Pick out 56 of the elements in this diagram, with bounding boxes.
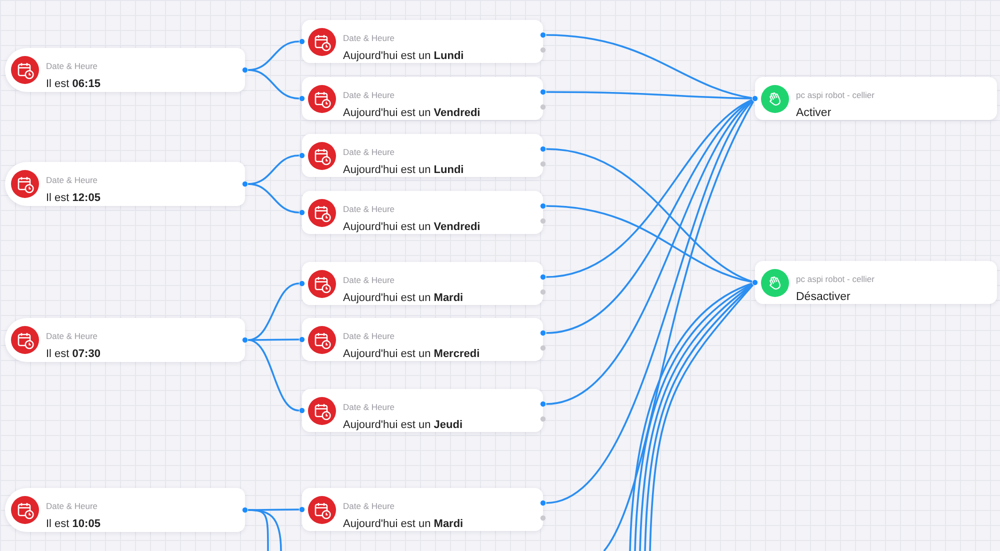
- condition-card: [302, 20, 543, 63]
- card-title: Aujourd'hui est un Mardi: [343, 291, 464, 306]
- card-title: Aujourd'hui est un Vendredi: [343, 106, 480, 121]
- card-title: Aujourd'hui est un Vendredi: [343, 220, 480, 235]
- condition-card: [302, 77, 543, 120]
- card-title: Désactiver: [796, 290, 850, 305]
- card-title: Il est 12:05: [46, 191, 100, 206]
- connector-line: [603, 100, 754, 551]
- card-subtitle: Date & Heure: [46, 330, 98, 342]
- connector-line: [546, 148, 752, 282]
- trigger-card: [5, 318, 245, 362]
- card-subtitle: Date & Heure: [343, 330, 394, 342]
- connector-line: [248, 339, 300, 412]
- trigger-card: [5, 48, 245, 92]
- condition-card: [302, 134, 543, 177]
- card-subtitle: Date & Heure: [343, 500, 394, 512]
- card-subtitle: pc aspi robot - cellier: [796, 273, 874, 285]
- connector-line: [546, 205, 752, 283]
- card-subtitle: Date & Heure: [343, 32, 394, 44]
- card-title: Aujourd'hui est un Jeudi: [343, 418, 463, 433]
- card-subtitle: Date & Heure: [343, 274, 394, 286]
- card-title: Il est 06:15: [46, 77, 100, 92]
- card-subtitle: Date & Heure: [46, 174, 98, 186]
- card-subtitle: Date & Heure: [343, 89, 394, 101]
- card-title: Aujourd'hui est un Lundi: [343, 49, 464, 64]
- card-subtitle: Date & Heure: [343, 401, 394, 413]
- connector-line: [546, 100, 754, 405]
- card-subtitle: pc aspi robot - cellier: [796, 89, 874, 101]
- connector-line: [248, 69, 300, 100]
- card-title: Aujourd'hui est un Mercredi: [343, 347, 480, 362]
- card-subtitle: Date & Heure: [343, 146, 394, 158]
- action-card: [755, 77, 997, 120]
- connector-line: [546, 99, 753, 334]
- condition-card: [302, 191, 543, 234]
- card-title: Aujourd'hui est un Mardi: [343, 517, 464, 532]
- card-title: Activer: [796, 106, 832, 121]
- condition-card: [302, 389, 543, 432]
- condition-card: [302, 488, 543, 531]
- condition-card: [302, 318, 543, 361]
- connector-line: [546, 91, 752, 100]
- connector-line: [546, 100, 754, 504]
- card-title: Il est 10:05: [46, 517, 100, 532]
- card-subtitle: Date & Heure: [46, 500, 98, 512]
- action-card: [755, 261, 997, 304]
- trigger-card: [5, 488, 245, 532]
- card-title: Aujourd'hui est un Lundi: [343, 163, 464, 178]
- card-subtitle: Date & Heure: [343, 203, 394, 215]
- card-title: Il est 07:30: [46, 347, 100, 362]
- card-subtitle: Date & Heure: [46, 60, 98, 72]
- connector-line: [546, 99, 753, 278]
- condition-card: [302, 262, 543, 305]
- connector-line: [248, 338, 299, 341]
- connector-line: [546, 34, 752, 99]
- connector-line: [248, 509, 282, 551]
- trigger-card: [5, 162, 245, 206]
- connector-line: [248, 183, 300, 214]
